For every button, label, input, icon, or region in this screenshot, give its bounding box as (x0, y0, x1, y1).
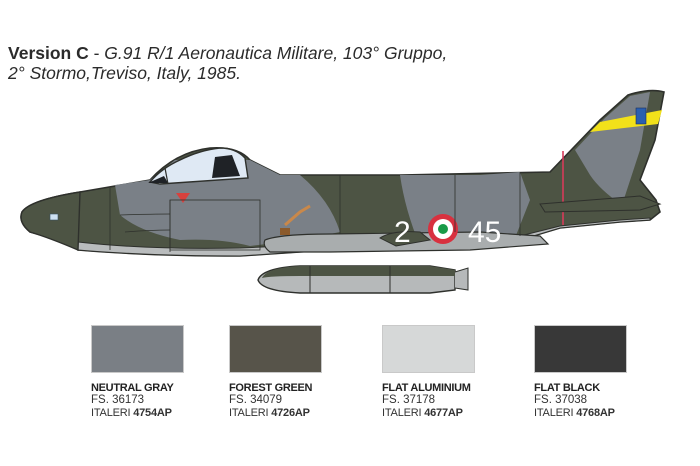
caption-separator: - (88, 43, 105, 63)
italeri-code: ITALERI 4726AP (229, 407, 325, 420)
drop-tank (257, 265, 469, 294)
color-chip (91, 325, 184, 373)
italeri-number: 4768AP (576, 407, 615, 419)
fuselage (20, 89, 665, 257)
aircraft-description: G.91 R/1 Aeronautica Militare, 103° Grup… (104, 43, 448, 63)
italeri-number: 4726AP (271, 407, 310, 419)
aircraft-code-right: 45 (468, 216, 501, 249)
camera-arm (284, 204, 311, 227)
italeri-number: 4677AP (424, 407, 463, 419)
paint-name: FLAT BLACK (534, 382, 600, 394)
canopy (148, 147, 249, 185)
paint-swatch-legend: NEUTRAL GRAY FS. 36173 ITALERI 4754AP FO… (0, 325, 700, 455)
color-chip (382, 325, 475, 373)
version-caption: Version C - G.91 R/1 Aeronautica Militar… (8, 43, 447, 83)
italian-roundel (428, 214, 458, 244)
italeri-prefix: ITALERI (229, 407, 272, 419)
aircraft-code-left: 2 (394, 216, 411, 249)
rescue-triangle-marking (176, 193, 190, 203)
horizontal-stabilizer (539, 195, 662, 213)
swatch-flat-black: FLAT BLACK FS. 37038 ITALERI 4768AP (534, 325, 630, 420)
swatch-flat-aluminium: FLAT ALUMINIUM FS. 37178 ITALERI 4677AP (382, 325, 478, 420)
italeri-code: ITALERI 4754AP (91, 407, 187, 420)
paint-name: NEUTRAL GRAY (91, 382, 174, 394)
italeri-prefix: ITALERI (382, 407, 425, 419)
italeri-prefix: ITALERI (91, 407, 134, 419)
tail-fin-band (590, 107, 662, 132)
aircraft-profile-illustration: 2 45 (20, 89, 665, 294)
caption-line-1: Version C - G.91 R/1 Aeronautica Militar… (8, 43, 447, 63)
italeri-number: 4754AP (133, 407, 172, 419)
panel-lines (109, 172, 521, 252)
fs-code: FS. 36173 (91, 394, 145, 406)
fs-code: FS. 37178 (382, 394, 436, 406)
swatch-forest-green: FOREST GREEN FS. 34079 ITALERI 4726AP (229, 325, 325, 420)
color-chip (534, 325, 627, 373)
italeri-prefix: ITALERI (534, 407, 577, 419)
paint-name: FOREST GREEN (229, 382, 313, 394)
color-chip (229, 325, 322, 373)
fs-code: FS. 34079 (229, 394, 283, 406)
version-label: Version C (8, 43, 89, 63)
italeri-code: ITALERI 4677AP (382, 407, 478, 420)
italeri-code: ITALERI 4768AP (534, 407, 630, 420)
swatch-neutral-gray: NEUTRAL GRAY FS. 36173 ITALERI 4754AP (91, 325, 187, 420)
caption-line-2: 2° Stormo,Treviso, Italy, 1985. (8, 63, 241, 83)
paint-name: FLAT ALUMINIUM (382, 382, 471, 394)
fs-code: FS. 37038 (534, 394, 588, 406)
